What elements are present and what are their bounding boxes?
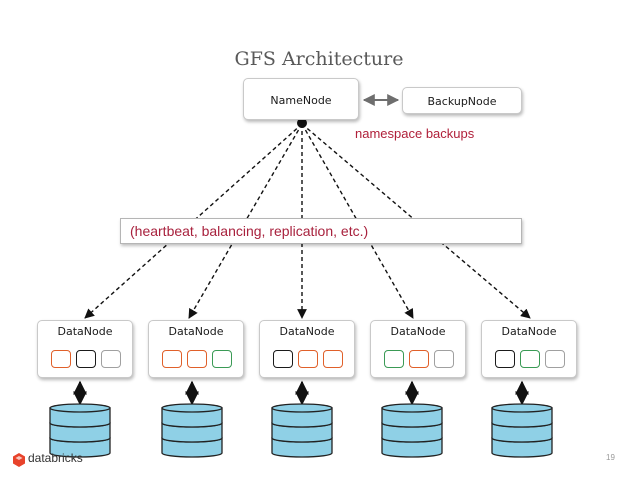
data-block	[298, 350, 318, 368]
heartbeat-line	[301, 123, 414, 319]
page-number: 19	[606, 453, 615, 462]
databricks-logo-icon	[13, 453, 25, 467]
datanode-box: DataNode	[148, 320, 244, 378]
storage-disk-stack	[491, 380, 553, 458]
namespace-backups-label: namespace backups	[355, 126, 475, 141]
datanode-label: DataNode	[57, 325, 113, 338]
data-block	[545, 350, 565, 368]
data-block	[409, 350, 429, 368]
data-block	[51, 350, 71, 368]
data-block	[212, 350, 232, 368]
datanode-label: DataNode	[390, 325, 446, 338]
heartbeat-label: (heartbeat, balancing, replication, etc.…	[130, 223, 369, 239]
data-block	[76, 350, 96, 368]
storage-disk-stack	[49, 380, 111, 458]
block-group	[384, 350, 454, 368]
data-block	[273, 350, 293, 368]
page-title: GFS Architecture	[234, 48, 404, 70]
namenode-box: NameNode	[243, 78, 359, 120]
storage-disk-stack	[381, 380, 443, 458]
data-block	[162, 350, 182, 368]
datanode-label: DataNode	[279, 325, 335, 338]
datanode-box: DataNode	[259, 320, 355, 378]
heartbeat-box: (heartbeat, balancing, replication, etc.…	[120, 218, 522, 244]
data-block	[187, 350, 207, 368]
storage-disk-stack	[271, 380, 333, 458]
data-block	[101, 350, 121, 368]
datanode-label: DataNode	[501, 325, 557, 338]
block-group	[495, 350, 565, 368]
storage-disk-stack	[161, 380, 223, 458]
backupnode-label: BackupNode	[427, 95, 497, 108]
data-block	[323, 350, 343, 368]
namenode-label: NameNode	[270, 94, 332, 107]
data-block	[434, 350, 454, 368]
block-group	[273, 350, 343, 368]
datanode-label: DataNode	[168, 325, 224, 338]
data-block	[520, 350, 540, 368]
datanode-box: DataNode	[481, 320, 577, 378]
storage-disks	[49, 380, 553, 458]
datanode-box: DataNode	[370, 320, 466, 378]
data-block	[495, 350, 515, 368]
logo-text: databricks	[28, 451, 83, 465]
data-block	[384, 350, 404, 368]
backupnode-box: BackupNode	[402, 87, 522, 114]
datanode-box: DataNode	[37, 320, 133, 378]
block-group	[162, 350, 232, 368]
block-group	[51, 350, 121, 368]
